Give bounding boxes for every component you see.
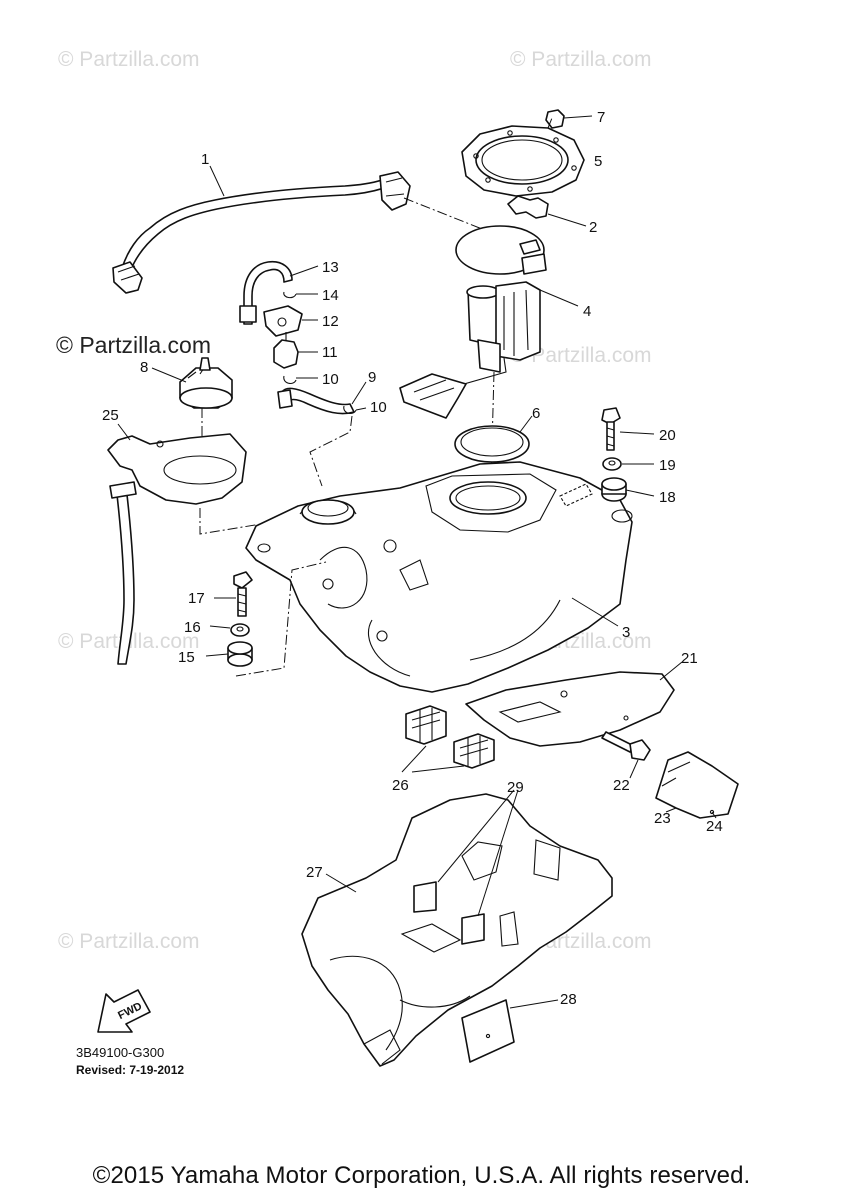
part-28-pad bbox=[461, 999, 515, 1063]
part-5-pump-flange bbox=[461, 125, 585, 197]
callout-4: 4 bbox=[583, 303, 591, 320]
callout-8: 8 bbox=[140, 359, 148, 376]
callout-3: 3 bbox=[622, 624, 630, 641]
leader-line bbox=[209, 625, 231, 629]
copyright-footer: ©2015 Yamaha Motor Corporation, U.S.A. A… bbox=[92, 1162, 751, 1189]
part-15-grommet bbox=[227, 641, 253, 667]
part-7-nut bbox=[545, 109, 565, 129]
part-21-shield bbox=[465, 671, 675, 747]
leader-line bbox=[509, 999, 559, 1009]
diagram-code-block: 3B49100-G300 Revised: 7-19-2012 bbox=[76, 1045, 184, 1077]
leader-line bbox=[711, 811, 717, 819]
diagram-code: 3B49100-G300 bbox=[76, 1045, 165, 1060]
fwd-arrow-icon: FWD bbox=[97, 989, 151, 1033]
callout-19: 19 bbox=[659, 457, 676, 474]
callout-10: 10 bbox=[322, 371, 339, 388]
part-1-hose bbox=[112, 171, 411, 294]
callout-18: 18 bbox=[659, 489, 676, 506]
callout-1: 1 bbox=[201, 151, 209, 168]
part-14-clip bbox=[283, 291, 297, 299]
part-17-bolt bbox=[233, 571, 253, 617]
part-2-fitting bbox=[507, 195, 549, 219]
watermark: © Partzilla.com bbox=[510, 344, 652, 367]
part-11-filter bbox=[273, 332, 299, 369]
leader-line bbox=[355, 407, 367, 411]
leader-line bbox=[437, 789, 515, 883]
callout-6: 6 bbox=[532, 405, 540, 422]
part-22-bolt bbox=[601, 731, 651, 761]
leader-line bbox=[411, 765, 465, 773]
leader-line bbox=[659, 661, 683, 681]
part-3-fuel-tank bbox=[245, 461, 633, 693]
part-23-pad bbox=[655, 751, 739, 819]
watermark-bold: © Partzilla.com bbox=[56, 332, 211, 358]
assembly-line bbox=[547, 117, 553, 129]
assembly-line bbox=[309, 415, 353, 487]
callout-10b: 10 bbox=[370, 399, 387, 416]
leader-line bbox=[351, 381, 367, 405]
callout-11: 11 bbox=[322, 344, 338, 361]
part-12-bracket bbox=[263, 305, 303, 337]
leader-line bbox=[547, 213, 587, 227]
leader-line bbox=[117, 423, 131, 441]
leader-line bbox=[205, 653, 229, 657]
callout-23: 23 bbox=[654, 810, 671, 827]
part-27-cover bbox=[301, 793, 613, 1067]
leader-line bbox=[619, 431, 655, 435]
callout-5: 5 bbox=[594, 153, 602, 170]
part-25-housing bbox=[107, 433, 247, 665]
callout-9: 9 bbox=[368, 369, 376, 386]
leader-line bbox=[519, 415, 533, 433]
part-26-dampers bbox=[405, 705, 495, 769]
callout-25: 25 bbox=[102, 407, 119, 424]
leader-line bbox=[539, 289, 579, 307]
callout-16: 16 bbox=[184, 619, 201, 636]
assembly-line bbox=[235, 561, 327, 677]
leader-line bbox=[563, 115, 593, 119]
part-18-grommet bbox=[601, 477, 627, 502]
leader-line bbox=[325, 873, 357, 893]
revision-date: Revised: 7-19-2012 bbox=[76, 1063, 185, 1077]
callout-20: 20 bbox=[659, 427, 676, 444]
callout-21: 21 bbox=[681, 650, 698, 667]
leader-line bbox=[665, 807, 677, 813]
callout-27: 27 bbox=[306, 864, 323, 881]
part-19-washer bbox=[602, 457, 622, 471]
callout-17: 17 bbox=[188, 590, 205, 607]
callout-2: 2 bbox=[589, 219, 597, 236]
part-9-hose bbox=[277, 387, 355, 415]
callout-24: 24 bbox=[706, 818, 723, 835]
watermark: © Partzilla.com bbox=[58, 48, 200, 71]
callout-29: 29 bbox=[507, 779, 524, 796]
leader-line bbox=[629, 759, 639, 779]
part-16-washer bbox=[230, 623, 250, 637]
leader-line bbox=[477, 789, 519, 917]
leader-line bbox=[401, 745, 427, 773]
part-10-clip-b bbox=[343, 405, 357, 415]
part-13-hose bbox=[239, 260, 293, 325]
leader-line bbox=[625, 489, 655, 497]
leader-line bbox=[289, 265, 319, 277]
part-8-fuel-cap bbox=[179, 357, 233, 409]
callout-22: 22 bbox=[613, 777, 630, 794]
callout-26: 26 bbox=[392, 777, 409, 794]
part-4-fuel-pump bbox=[399, 225, 547, 419]
callout-15: 15 bbox=[178, 649, 195, 666]
part-20-bolt bbox=[601, 407, 621, 451]
leader-line bbox=[209, 165, 225, 197]
watermark: © Partzilla.com bbox=[510, 48, 652, 71]
leader-line bbox=[151, 367, 187, 383]
part-6-gasket bbox=[454, 425, 530, 463]
callout-28: 28 bbox=[560, 991, 577, 1008]
leader-line bbox=[571, 597, 619, 627]
callout-13: 13 bbox=[322, 259, 339, 276]
callout-14: 14 bbox=[322, 287, 339, 304]
part-10-clip bbox=[283, 375, 297, 385]
watermark: © Partzilla.com bbox=[58, 930, 200, 953]
callout-12: 12 bbox=[322, 313, 339, 330]
callout-7: 7 bbox=[597, 109, 605, 126]
